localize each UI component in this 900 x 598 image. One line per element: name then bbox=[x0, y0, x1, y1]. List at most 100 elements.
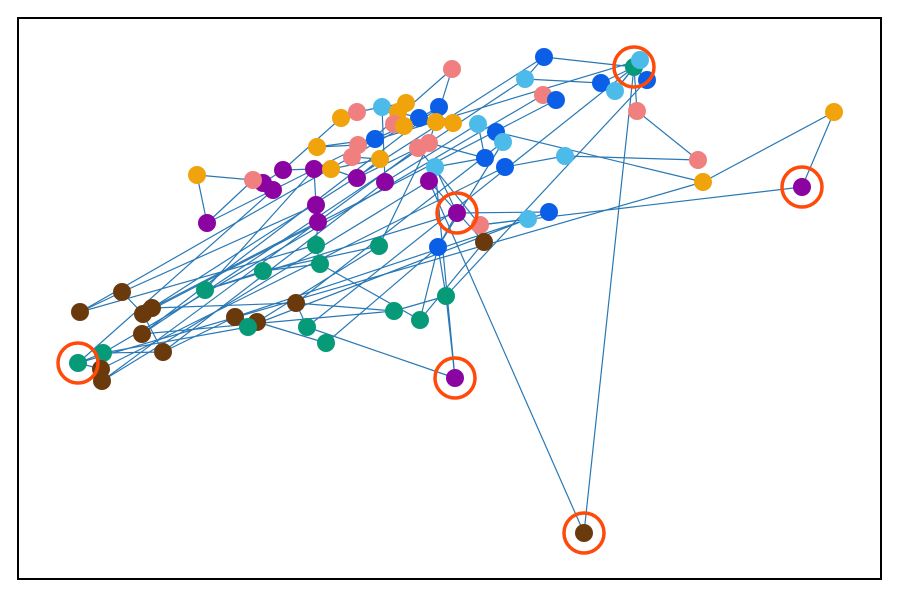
edge-n51-n3 bbox=[79, 244, 317, 313]
edge-n47-n63 bbox=[102, 326, 249, 354]
node-orange-n82 bbox=[371, 150, 389, 168]
node-purple-n19 bbox=[793, 178, 811, 196]
edge-n18-n19 bbox=[801, 111, 835, 188]
node-orange-n75 bbox=[444, 114, 462, 132]
node-purple-n84 bbox=[348, 169, 366, 187]
edge-n36-n39 bbox=[445, 295, 456, 379]
edge-n69-n7 bbox=[381, 106, 386, 183]
edge-n17-n20 bbox=[636, 110, 699, 161]
node-blue-n73 bbox=[430, 98, 448, 116]
node-brown-n59 bbox=[113, 283, 131, 301]
node-blue-n35 bbox=[429, 238, 447, 256]
node-orange-n79 bbox=[308, 138, 326, 156]
edge-n29-n40 bbox=[428, 180, 585, 534]
node-pink-n17 bbox=[628, 102, 646, 120]
node-pink-n81 bbox=[343, 148, 361, 166]
node-teal-n47 bbox=[239, 318, 257, 336]
node-light-blue-n28 bbox=[426, 158, 444, 176]
node-teal-n38 bbox=[385, 302, 403, 320]
edge-n5-n24 bbox=[428, 142, 486, 159]
edge-n7-n25 bbox=[384, 123, 479, 183]
node-pink-n58 bbox=[244, 171, 262, 189]
node-pink-n85 bbox=[409, 139, 427, 157]
edge-n7-n62 bbox=[162, 181, 386, 353]
node-orange-n77 bbox=[395, 117, 413, 135]
node-brown-n3 bbox=[71, 303, 89, 321]
node-purple-n52 bbox=[309, 213, 327, 231]
highlight-ring-n30 bbox=[435, 191, 479, 235]
node-teal-n42 bbox=[317, 334, 335, 352]
edge-n21-n26 bbox=[495, 131, 704, 183]
node-blue-n16 bbox=[547, 91, 565, 109]
node-purple-n55 bbox=[274, 161, 292, 179]
node-purple-n57 bbox=[264, 181, 282, 199]
node-brown-n61 bbox=[134, 305, 152, 323]
edge-n48-n49 bbox=[204, 270, 264, 291]
node-teal-n43 bbox=[298, 318, 316, 336]
node-light-blue-n33 bbox=[519, 210, 537, 228]
node-purple-n7 bbox=[376, 173, 394, 191]
node-blue-n78 bbox=[366, 130, 384, 148]
edge-n30-n48 bbox=[204, 212, 458, 291]
node-blue-n32 bbox=[540, 203, 558, 221]
node-teal-n36 bbox=[437, 287, 455, 305]
edge-n46-n62 bbox=[162, 316, 236, 353]
edge-n9-n10 bbox=[543, 56, 635, 68]
edge-n32-n46 bbox=[234, 211, 550, 318]
node-blue-n24 bbox=[476, 149, 494, 167]
node-light-blue-n22 bbox=[556, 147, 574, 165]
node-teal-n49 bbox=[254, 262, 272, 280]
node-light-blue-n69 bbox=[373, 98, 391, 116]
edge-n10-n40 bbox=[583, 66, 635, 534]
node-purple-n30 bbox=[448, 204, 466, 222]
edge-n58-n2 bbox=[206, 179, 254, 224]
node-purple-n39 bbox=[446, 369, 464, 387]
node-purple-n29 bbox=[420, 172, 438, 190]
node-light-blue-n25 bbox=[469, 115, 487, 133]
node-teal-n37 bbox=[411, 311, 429, 329]
edge-n8-n12 bbox=[524, 78, 602, 84]
highlight-layer bbox=[56, 45, 824, 555]
node-orange-n21 bbox=[694, 173, 712, 191]
node-layer bbox=[69, 48, 843, 542]
edge-n22-n23 bbox=[504, 155, 566, 168]
node-teal-n48 bbox=[196, 281, 214, 299]
node-brown-n62 bbox=[154, 343, 172, 361]
node-orange-n18 bbox=[825, 103, 843, 121]
node-blue-n23 bbox=[496, 158, 514, 176]
node-blue-n72 bbox=[410, 109, 428, 127]
plot-frame bbox=[17, 17, 882, 580]
edge-n52-n60 bbox=[151, 221, 319, 309]
edge-n35-n37 bbox=[419, 246, 439, 321]
highlight-ring-n19 bbox=[780, 165, 824, 209]
edge-n53-n59 bbox=[121, 204, 317, 293]
node-light-blue-n27 bbox=[494, 133, 512, 151]
edge-n35-n42 bbox=[325, 246, 439, 344]
edge-n20-n22 bbox=[564, 155, 699, 161]
node-purple-n54 bbox=[305, 160, 323, 178]
highlight-ring-n39 bbox=[433, 356, 477, 400]
node-light-blue-n14 bbox=[606, 82, 624, 100]
edge-n16-n61 bbox=[142, 99, 557, 315]
edge-n44-n60 bbox=[151, 302, 297, 309]
node-brown-n40 bbox=[575, 524, 593, 542]
edge-n36-n38 bbox=[393, 295, 447, 312]
node-orange-n74 bbox=[427, 113, 445, 131]
node-brown-n66 bbox=[93, 372, 111, 390]
edge-n62-n63 bbox=[102, 351, 164, 354]
edge-n1-n58 bbox=[196, 174, 254, 181]
node-brown-n46 bbox=[226, 308, 244, 326]
edge-n49-n50 bbox=[262, 263, 321, 272]
edge-n41-n45 bbox=[256, 245, 380, 323]
node-orange-n83 bbox=[322, 160, 340, 178]
edge-n39-n43 bbox=[306, 326, 456, 379]
edge-n9-n60 bbox=[151, 56, 545, 309]
node-teal-n51 bbox=[307, 236, 325, 254]
node-teal-n50 bbox=[311, 255, 329, 273]
node-teal-n64 bbox=[69, 354, 87, 372]
node-orange-n67 bbox=[332, 109, 350, 127]
node-purple-n2 bbox=[198, 214, 216, 232]
edge-n37-n50 bbox=[319, 263, 421, 321]
highlight-ring-n40 bbox=[562, 511, 606, 555]
node-pink-n68 bbox=[348, 103, 366, 121]
